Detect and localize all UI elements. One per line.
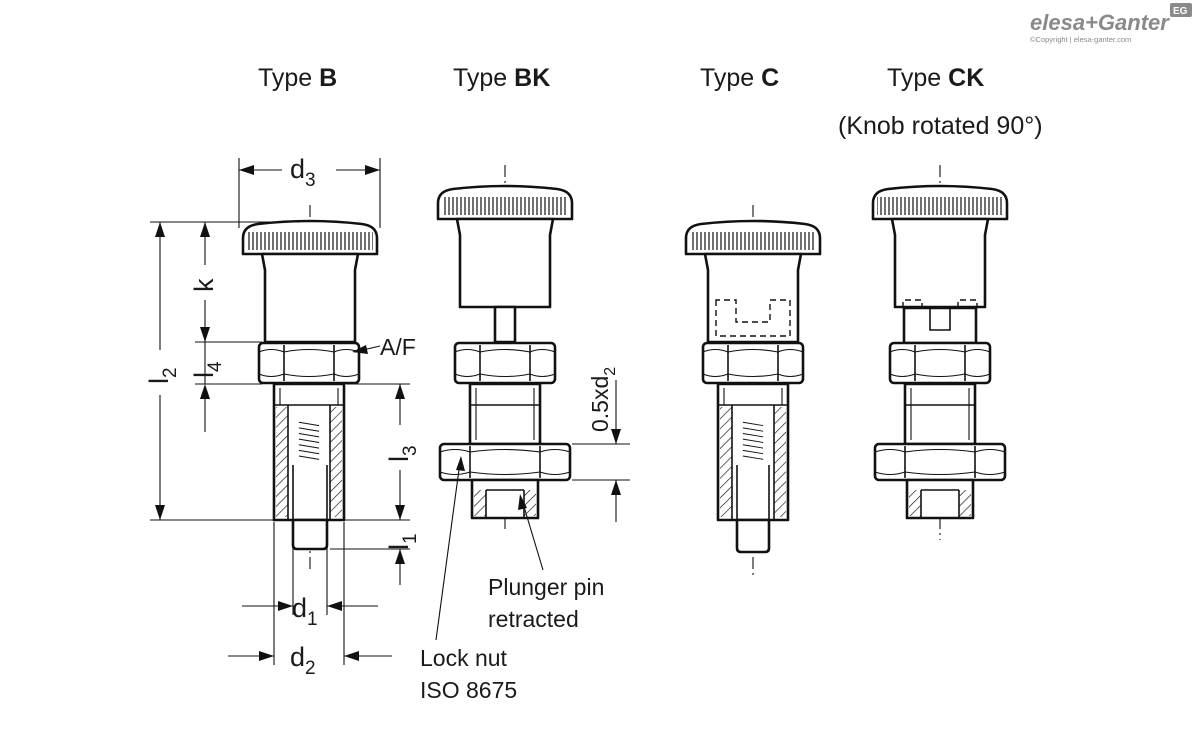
logo-copyright: ©Copyright | elesa-ganter.com <box>1030 35 1131 44</box>
dim-d2: d2 <box>290 642 316 679</box>
dim-l3: l3 <box>384 445 421 462</box>
type-bk-drawing <box>436 165 574 530</box>
dim-l2: l2 <box>144 367 181 384</box>
logo-badge: EG <box>1173 6 1188 17</box>
type-bk-dimensions: 0.5xd2 Plunger pin retracted Lock nut IS… <box>420 367 630 703</box>
dim-half-d2: 0.5xd2 <box>587 367 619 432</box>
callout-locknut-line1: Lock nut <box>420 645 508 671</box>
callout-plunger-line1: Plunger pin <box>488 574 604 600</box>
title-type-c: Type C <box>700 64 779 92</box>
callout-plunger-line2: retracted <box>488 606 579 632</box>
brand-logo: elesa+Ganter EG ©Copyright | elesa-gante… <box>1030 3 1192 44</box>
logo-badge-box <box>1170 3 1192 17</box>
logo-text: elesa+Ganter <box>1030 10 1170 35</box>
dim-k: k <box>189 278 219 292</box>
callout-locknut-line2: ISO 8675 <box>420 677 517 703</box>
title-type-b: Type B <box>258 64 337 92</box>
type-b-drawing <box>241 205 379 570</box>
title-type-bk: Type BK <box>453 64 550 92</box>
type-ck-drawing <box>871 165 1009 540</box>
dim-d3: d3 <box>290 154 316 191</box>
dim-l1: l1 <box>384 533 421 550</box>
note-type-ck: (Knob rotated 90°) <box>838 112 1043 140</box>
title-type-ck: Type CK <box>887 64 984 92</box>
dim-l4: l4 <box>189 361 226 378</box>
dim-d1: d1 <box>292 593 318 630</box>
type-b-dimensions: d3 l2 k l4 A/F l3 <box>144 154 421 679</box>
dim-af: A/F <box>380 334 416 360</box>
type-c-drawing <box>684 205 822 575</box>
